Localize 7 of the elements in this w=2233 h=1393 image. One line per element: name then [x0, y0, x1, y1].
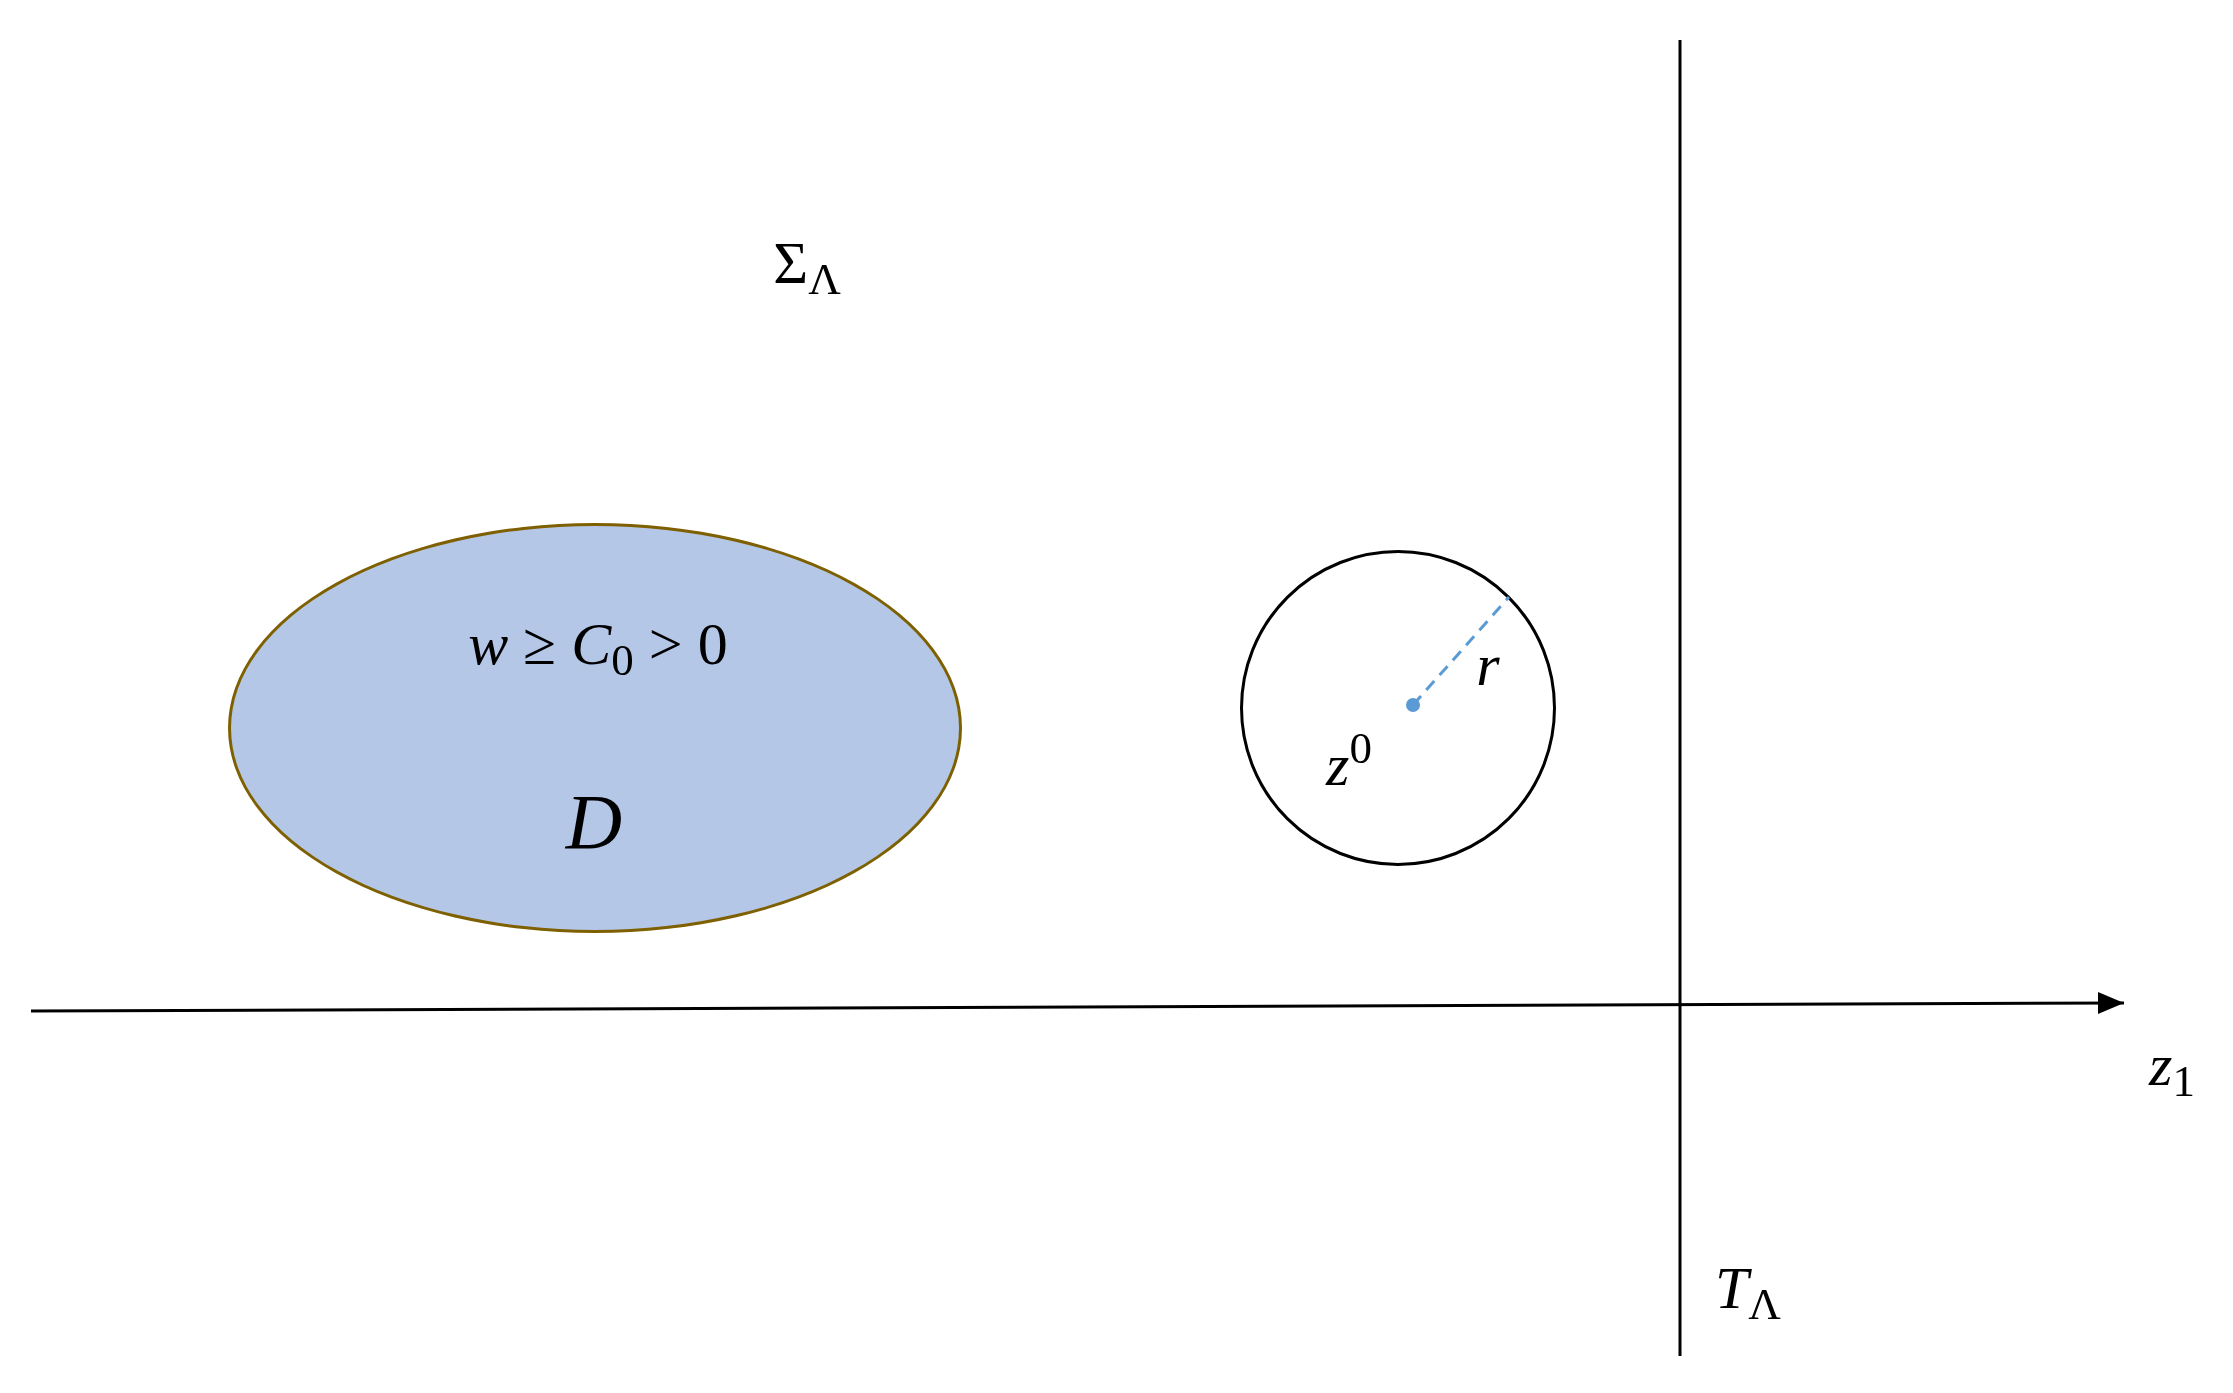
plane-label: T$_{Λ}$ — [1715, 1258, 1781, 1318]
radius-label: r — [1476, 635, 1500, 695]
region-label: D — [565, 783, 623, 861]
axis-label: z$_{1}$ — [2149, 1035, 2195, 1095]
set-label: Σ$_{Λ}$ — [773, 233, 841, 293]
point-label: z$^{0}$ — [1326, 735, 1372, 795]
inequality-label: w ≥ C$_{0}$ > 0 — [468, 614, 728, 674]
